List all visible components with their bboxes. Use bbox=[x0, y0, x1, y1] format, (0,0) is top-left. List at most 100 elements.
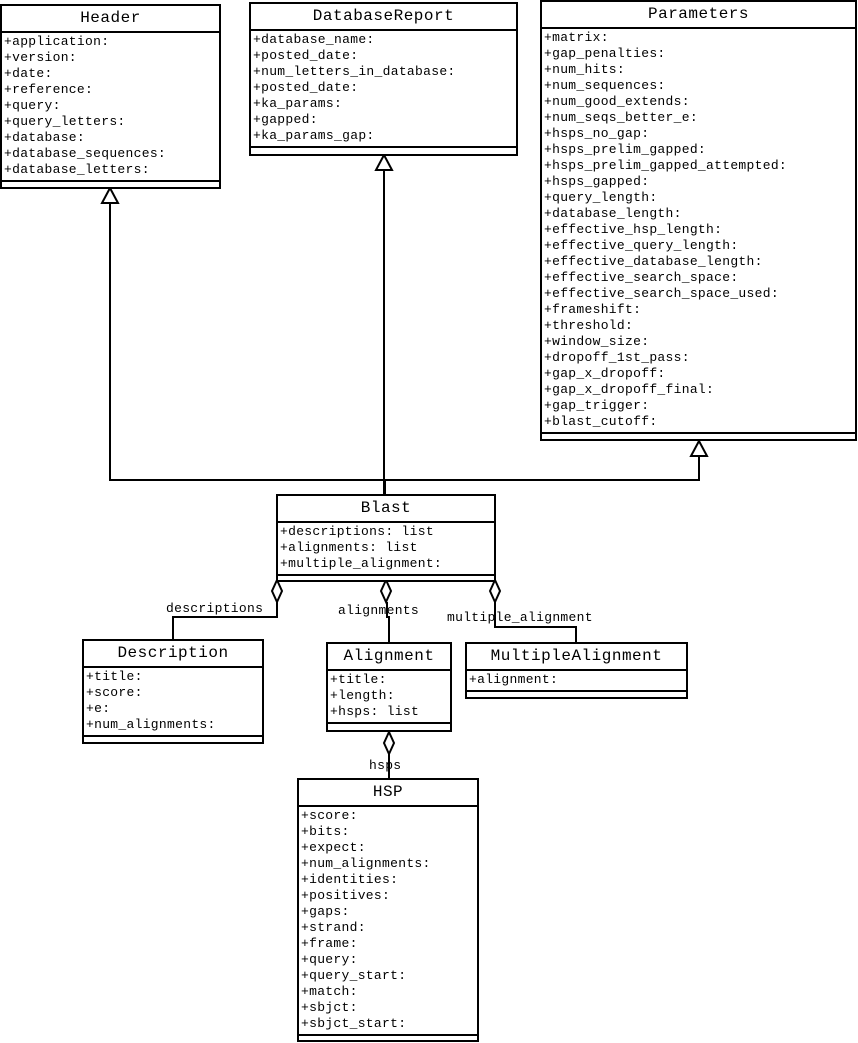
generalization-arrowhead-parameters bbox=[689, 438, 709, 457]
class-attribute: +num_letters_in_database: bbox=[253, 64, 456, 79]
class-attribute: +gap_penalties: bbox=[544, 46, 666, 61]
class-attribute: +database_length: bbox=[544, 206, 682, 221]
class-attribute: +ka_params_gap: bbox=[253, 128, 375, 143]
class-attribute: +blast_cutoff: bbox=[544, 414, 658, 429]
class-attribute: +strand: bbox=[301, 920, 366, 935]
class-hsp[interactable]: HSP +score:+bits:+expect:+num_alignments… bbox=[297, 778, 479, 1042]
class-attribute: +hsps: list bbox=[330, 704, 420, 719]
aggregation-line-multiple-alignment bbox=[494, 602, 577, 642]
class-attribute: +num_alignments: bbox=[301, 856, 431, 871]
class-attribute: +posted_date: bbox=[253, 80, 359, 95]
class-header[interactable]: Header +application:+version:+date:+refe… bbox=[0, 4, 221, 189]
class-attribute: +sbjct: bbox=[301, 1000, 358, 1015]
generalization-arrowhead-database-report bbox=[374, 152, 394, 171]
class-attribute: +gap_x_dropoff_final: bbox=[544, 382, 715, 397]
class-attribute: +application: bbox=[4, 34, 110, 49]
association-label-alignments: alignments bbox=[338, 603, 420, 618]
class-attribute: +database_letters: bbox=[4, 162, 150, 177]
class-attribute: +gap_x_dropoff: bbox=[544, 366, 666, 381]
class-attribute: +database_name: bbox=[253, 32, 375, 47]
class-multiple-alignment[interactable]: MultipleAlignment +alignment: bbox=[465, 642, 688, 699]
class-attribute: +hsps_prelim_gapped: bbox=[544, 142, 707, 157]
class-attribute: +posted_date: bbox=[253, 48, 359, 63]
aggregation-diamond-multiple-alignment bbox=[488, 577, 502, 605]
class-attribute: +num_sequences: bbox=[544, 78, 666, 93]
class-attribute: +effective_query_length: bbox=[544, 238, 739, 253]
association-label-descriptions: descriptions bbox=[166, 601, 264, 616]
class-attribute: +dropoff_1st_pass: bbox=[544, 350, 690, 365]
class-attribute: +gapped: bbox=[253, 112, 318, 127]
class-attribute: +version: bbox=[4, 50, 77, 65]
class-attribute: +num_seqs_better_e: bbox=[544, 110, 698, 125]
operations-compartment bbox=[299, 1036, 477, 1042]
class-attribute: +e: bbox=[86, 701, 111, 716]
class-attribute: +effective_search_space_used: bbox=[544, 286, 779, 301]
class-attribute: +descriptions: list bbox=[280, 524, 434, 539]
aggregation-diamond-alignments bbox=[379, 577, 393, 605]
class-attribute: +hsps_gapped: bbox=[544, 174, 650, 189]
class-attribute: +query_length: bbox=[544, 190, 658, 205]
association-label-hsps: hsps bbox=[369, 758, 402, 773]
class-attribute: +expect: bbox=[301, 840, 366, 855]
class-attribute: +ka_params: bbox=[253, 96, 343, 111]
association-label-multiple-alignment: multiple_alignment bbox=[447, 610, 593, 625]
attribute-list: +score:+bits:+expect:+num_alignments:+id… bbox=[299, 807, 477, 1036]
generalization-line-header bbox=[109, 202, 386, 494]
class-name: Alignment bbox=[328, 644, 450, 671]
class-attribute: +hsps_no_gap: bbox=[544, 126, 650, 141]
class-alignment[interactable]: Alignment +title:+length:+hsps: list bbox=[326, 642, 452, 732]
class-name: DatabaseReport bbox=[251, 4, 516, 31]
class-database-report[interactable]: DatabaseReport +database_name:+posted_da… bbox=[249, 2, 518, 156]
class-attribute: +query_letters: bbox=[4, 114, 126, 129]
class-name: HSP bbox=[299, 780, 477, 807]
class-attribute: +score: bbox=[86, 685, 143, 700]
generalization-arrowhead-header bbox=[100, 185, 120, 204]
class-name: Description bbox=[84, 641, 262, 668]
class-attribute: +num_hits: bbox=[544, 62, 626, 77]
class-attribute: +frame: bbox=[301, 936, 358, 951]
aggregation-diamond-hsps bbox=[382, 729, 396, 757]
class-name: Header bbox=[2, 6, 219, 33]
aggregation-line-alignments bbox=[386, 602, 390, 642]
generalization-line-parameters bbox=[385, 456, 700, 481]
class-attribute: +query: bbox=[4, 98, 61, 113]
class-attribute: +score: bbox=[301, 808, 358, 823]
class-parameters[interactable]: Parameters +matrix:+gap_penalties:+num_h… bbox=[540, 0, 857, 441]
class-attribute: +positives: bbox=[301, 888, 391, 903]
class-attribute: +database: bbox=[4, 130, 86, 145]
class-name: Parameters bbox=[542, 2, 855, 29]
class-attribute: +multiple_alignment: bbox=[280, 556, 443, 571]
class-attribute: +title: bbox=[86, 669, 143, 684]
class-attribute: +query: bbox=[301, 952, 358, 967]
class-attribute: +match: bbox=[301, 984, 358, 999]
operations-compartment bbox=[251, 148, 516, 154]
class-attribute: +reference: bbox=[4, 82, 94, 97]
class-attribute: +window_size: bbox=[544, 334, 650, 349]
operations-compartment bbox=[542, 434, 855, 440]
class-name: MultipleAlignment bbox=[467, 644, 686, 671]
attribute-list: +descriptions: list+alignments: list+mul… bbox=[278, 523, 494, 576]
operations-compartment bbox=[2, 182, 219, 188]
attribute-list: +title:+length:+hsps: list bbox=[328, 671, 450, 724]
aggregation-diamond-descriptions bbox=[270, 577, 284, 605]
class-attribute: +effective_search_space: bbox=[544, 270, 739, 285]
operations-compartment bbox=[467, 692, 686, 698]
class-attribute: +gaps: bbox=[301, 904, 350, 919]
class-attribute: +gap_trigger: bbox=[544, 398, 650, 413]
attribute-list: +application:+version:+date:+reference:+… bbox=[2, 33, 219, 182]
class-attribute: +identities: bbox=[301, 872, 399, 887]
attribute-list: +title:+score:+e:+num_alignments: bbox=[84, 668, 262, 737]
attribute-list: +database_name:+posted_date:+num_letters… bbox=[251, 31, 516, 148]
operations-compartment bbox=[278, 576, 494, 582]
class-attribute: +alignment: bbox=[469, 672, 559, 687]
class-name: Blast bbox=[278, 496, 494, 523]
class-attribute: +frameshift: bbox=[544, 302, 642, 317]
class-attribute: +num_alignments: bbox=[86, 717, 216, 732]
class-blast[interactable]: Blast +descriptions: list+alignments: li… bbox=[276, 494, 496, 582]
operations-compartment bbox=[84, 737, 262, 743]
class-attribute: +bits: bbox=[301, 824, 350, 839]
class-description[interactable]: Description +title:+score:+e:+num_alignm… bbox=[82, 639, 264, 744]
class-attribute: +length: bbox=[330, 688, 395, 703]
aggregation-line-descriptions bbox=[172, 602, 278, 639]
